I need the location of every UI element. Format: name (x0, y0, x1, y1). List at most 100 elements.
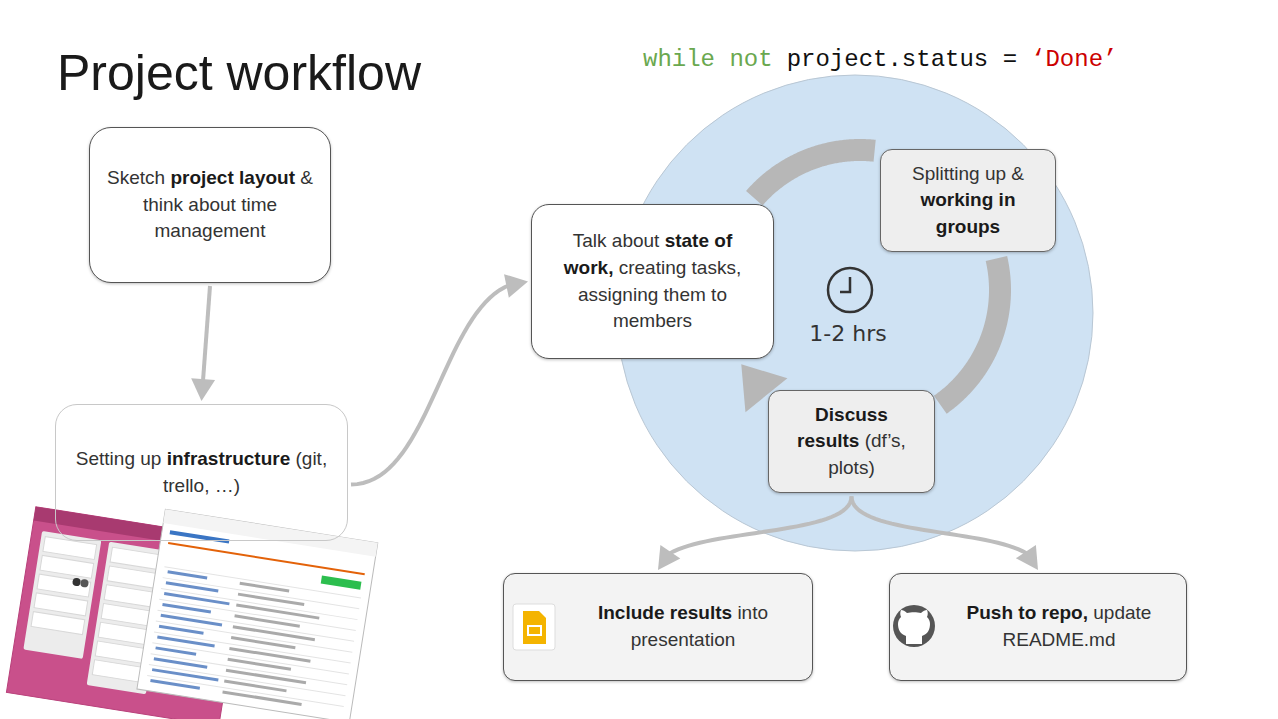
text-run: README.md (1003, 629, 1116, 650)
text-run: Include (598, 602, 670, 623)
illustration-stroke (152, 668, 219, 681)
loop-condition: ‘Done’ (1031, 46, 1117, 75)
text-run: infrastructure (167, 448, 296, 469)
illustration-stroke (168, 542, 365, 575)
illustration-stroke (92, 660, 146, 683)
process-box: Sketch project layout & think about time… (89, 127, 331, 283)
illustration-stroke (174, 577, 228, 600)
illustration-stroke (31, 612, 85, 635)
illustration-stroke (231, 636, 296, 649)
illustration-stroke (152, 643, 349, 674)
text-run: & (1011, 163, 1024, 184)
box-text: Splitting up & working in groups (895, 161, 1041, 241)
box-text: Setting up infrastructure (git, trello, … (70, 446, 333, 499)
illustration-stroke (523, 611, 546, 644)
illustration-stroke (227, 658, 291, 671)
illustration-stroke (229, 647, 310, 663)
illustration-stroke (167, 570, 207, 579)
illustration-stroke (240, 582, 290, 593)
text-run: Setting (76, 448, 140, 469)
illustration-stroke (226, 669, 306, 685)
process-box: Talk about state of work, creating tasks… (531, 204, 774, 359)
process-box: Splitting up & working in groups (880, 149, 1056, 253)
card-lines (25, 537, 231, 694)
text-run: working (920, 189, 998, 210)
illustration-stroke (72, 577, 81, 586)
text-run: time (241, 194, 277, 215)
arrow-head (1016, 545, 1038, 570)
illustration-stroke (151, 654, 348, 685)
text-run: of (714, 230, 732, 251)
loop-condition: project.status = (787, 46, 1017, 75)
flow-arrow (191, 286, 215, 401)
illustration-stroke (87, 542, 169, 695)
illustration-stroke (164, 567, 361, 598)
illustration-stroke (222, 690, 301, 705)
illustration-stroke (224, 680, 287, 693)
connector-line (351, 285, 509, 484)
text-run: tasks, (692, 257, 742, 278)
text-run: results (797, 430, 865, 451)
illustration-stroke (236, 604, 319, 620)
illustration-stroke (527, 625, 542, 636)
code-line: while notproject.status =‘Done’ (643, 46, 1117, 75)
illustration-stroke (893, 605, 935, 647)
illustration-stroke (529, 627, 540, 634)
illustration-stroke (158, 610, 355, 641)
illustration-stroke (170, 530, 230, 543)
text-run: creating (619, 257, 692, 278)
box-text: Push to repo, update README.md (942, 600, 1176, 653)
illustration-stroke (171, 595, 225, 618)
text-run: into (737, 602, 768, 623)
text-run: to (711, 284, 727, 305)
illustration-stroke (34, 593, 88, 616)
text-run: project (170, 167, 239, 188)
text-run: assigning (578, 284, 664, 305)
box-text: Include results into presentation (564, 600, 802, 653)
illustration-stroke (154, 657, 208, 668)
text-run: Push (967, 602, 1019, 623)
page-title: Project workflow (57, 43, 421, 103)
text-run: Sketch (107, 167, 170, 188)
output-box: Push to repo, update README.md (889, 573, 1187, 681)
illustration-stroke (34, 507, 249, 554)
illustration-stroke (161, 614, 223, 627)
illustration-stroke (234, 614, 300, 627)
illustration-stroke (154, 632, 351, 663)
illustration-stroke (149, 665, 346, 696)
text-run: members (613, 310, 692, 331)
illustration-stroke (166, 581, 219, 592)
slides-icon (513, 604, 555, 650)
illustration-stroke (40, 555, 94, 578)
text-run: about (188, 194, 241, 215)
illustration-stroke (162, 603, 211, 614)
box-text: Discuss results (df’s, plots) (783, 402, 920, 482)
illustration-stroke (168, 614, 222, 637)
illustration-stroke (80, 579, 89, 588)
illustration-stroke (23, 531, 101, 659)
illustration-stroke (161, 588, 358, 619)
text-run: work, (564, 257, 619, 278)
text-run: update (1093, 602, 1151, 623)
illustration-stroke (155, 646, 196, 655)
text-run: up (140, 448, 166, 469)
text-run: groups (936, 216, 1000, 237)
process-box: Setting up infrastructure (git, trello, … (55, 404, 348, 541)
text-run: think (143, 194, 188, 215)
file-rows (146, 567, 361, 713)
text-run: Splitting (912, 163, 985, 184)
arrow-head (658, 545, 680, 570)
illustration-stroke (157, 636, 215, 648)
illustration-stroke (163, 509, 378, 556)
illustration-stroke (163, 578, 360, 609)
github-icon (893, 605, 935, 647)
text-run: state (665, 230, 715, 251)
illustration-stroke (37, 574, 91, 597)
text-run: presentation (631, 629, 736, 650)
connector-line (203, 286, 210, 381)
text-run: Talk (573, 230, 612, 251)
process-box: Discuss results (df’s, plots) (768, 390, 935, 494)
illustration-stroke (95, 641, 149, 664)
duration-label: 1-2 hrs (809, 321, 886, 346)
illustration-stroke (321, 576, 362, 590)
